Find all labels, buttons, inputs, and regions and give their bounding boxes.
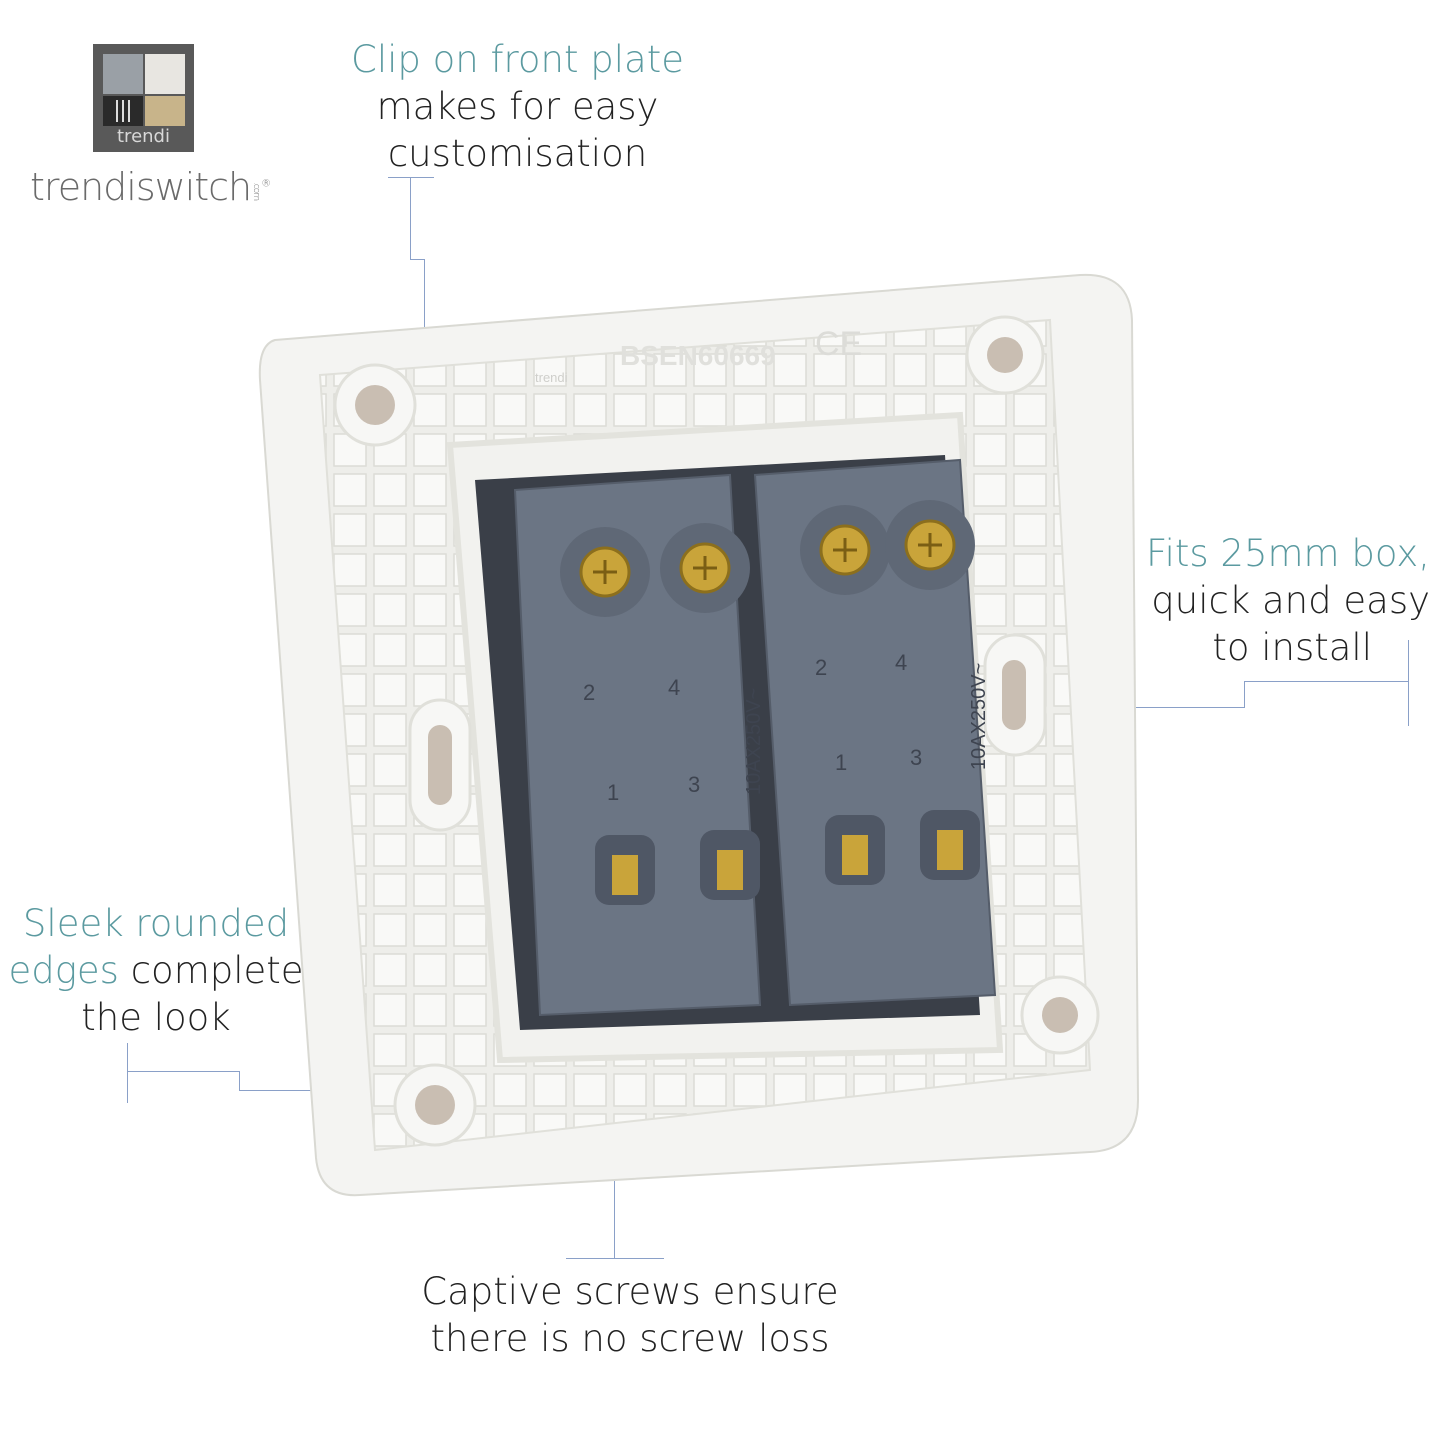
callout-front-plate-line3: customisation	[387, 132, 648, 175]
brand-suffix: .com	[251, 181, 262, 200]
leader-line	[410, 177, 411, 259]
callout-front-plate-line2: makes for easy	[376, 85, 659, 128]
callout-screws-line1: Captive screws ensure	[421, 1270, 839, 1313]
callout-box: Fits 25mm box, quick and easy to install	[1125, 530, 1430, 671]
callout-edges-rest: complete	[118, 949, 304, 992]
switch-module-right: 2 4 1 3 10AX250V~	[753, 458, 997, 1007]
leader-line	[424, 259, 425, 345]
terminal-label: 3	[688, 772, 700, 797]
callout-screws-line2: there is no screw loss	[430, 1317, 830, 1360]
leader-line	[1408, 640, 1409, 726]
terminal-label: 2	[583, 680, 595, 705]
terminal-label: 4	[668, 675, 680, 700]
leader-line	[410, 259, 424, 260]
terminal-label: 3	[910, 745, 922, 770]
callout-edges-accent2: edges	[8, 949, 119, 992]
callout-box-line2: quick and easy	[1151, 579, 1430, 622]
callout-box-line3: to install	[1212, 626, 1372, 669]
leader-line	[614, 1113, 615, 1259]
leader-line	[1074, 707, 1245, 708]
terminal-label: 4	[895, 650, 907, 675]
ce-mark: CE	[815, 325, 862, 363]
rating-text: 10AX250V~	[968, 663, 990, 770]
callout-edges-line3: the look	[81, 996, 231, 1039]
switch-module-left: 2 4 1 3 10AX250V~	[513, 473, 765, 1017]
logo-text: trendi	[117, 126, 170, 147]
leader-line	[127, 1043, 128, 1103]
callout-front-plate: Clip on front plate makes for easy custo…	[345, 36, 690, 177]
leader-line	[566, 1258, 664, 1259]
terminal-label: 1	[607, 780, 619, 805]
brand-logo: trendi	[93, 44, 194, 152]
brand-name: trendiswitch.com®	[30, 165, 271, 209]
callout-box-accent: Fits 25mm box,	[1146, 532, 1430, 575]
registered-mark: ®	[261, 178, 271, 190]
callout-edges-accent1: Sleek rounded	[22, 902, 290, 945]
brand-name-text: trendiswitch	[30, 165, 252, 209]
leader-line	[239, 1090, 351, 1091]
rating-text: 10AX250V~	[743, 688, 765, 795]
callout-edges: Sleek rounded edges complete the look	[6, 900, 306, 1041]
leader-line	[388, 177, 434, 178]
switch-back-plate: BSEN60669 CE trendi 2 4 1 3 10AX250V~ 2 …	[258, 273, 1140, 1197]
leader-line	[1244, 681, 1245, 707]
terminal-label: 2	[815, 655, 827, 680]
terminal-label: 1	[835, 750, 847, 775]
leader-line	[1244, 681, 1409, 682]
plate-logo-text: trendi	[535, 370, 568, 385]
standard-text: BSEN60669	[620, 340, 776, 371]
leader-line	[239, 1071, 240, 1090]
leader-line	[127, 1071, 239, 1072]
callout-screws: Captive screws ensure there is no screw …	[400, 1268, 860, 1362]
callout-front-plate-accent: Clip on front plate	[351, 38, 684, 81]
